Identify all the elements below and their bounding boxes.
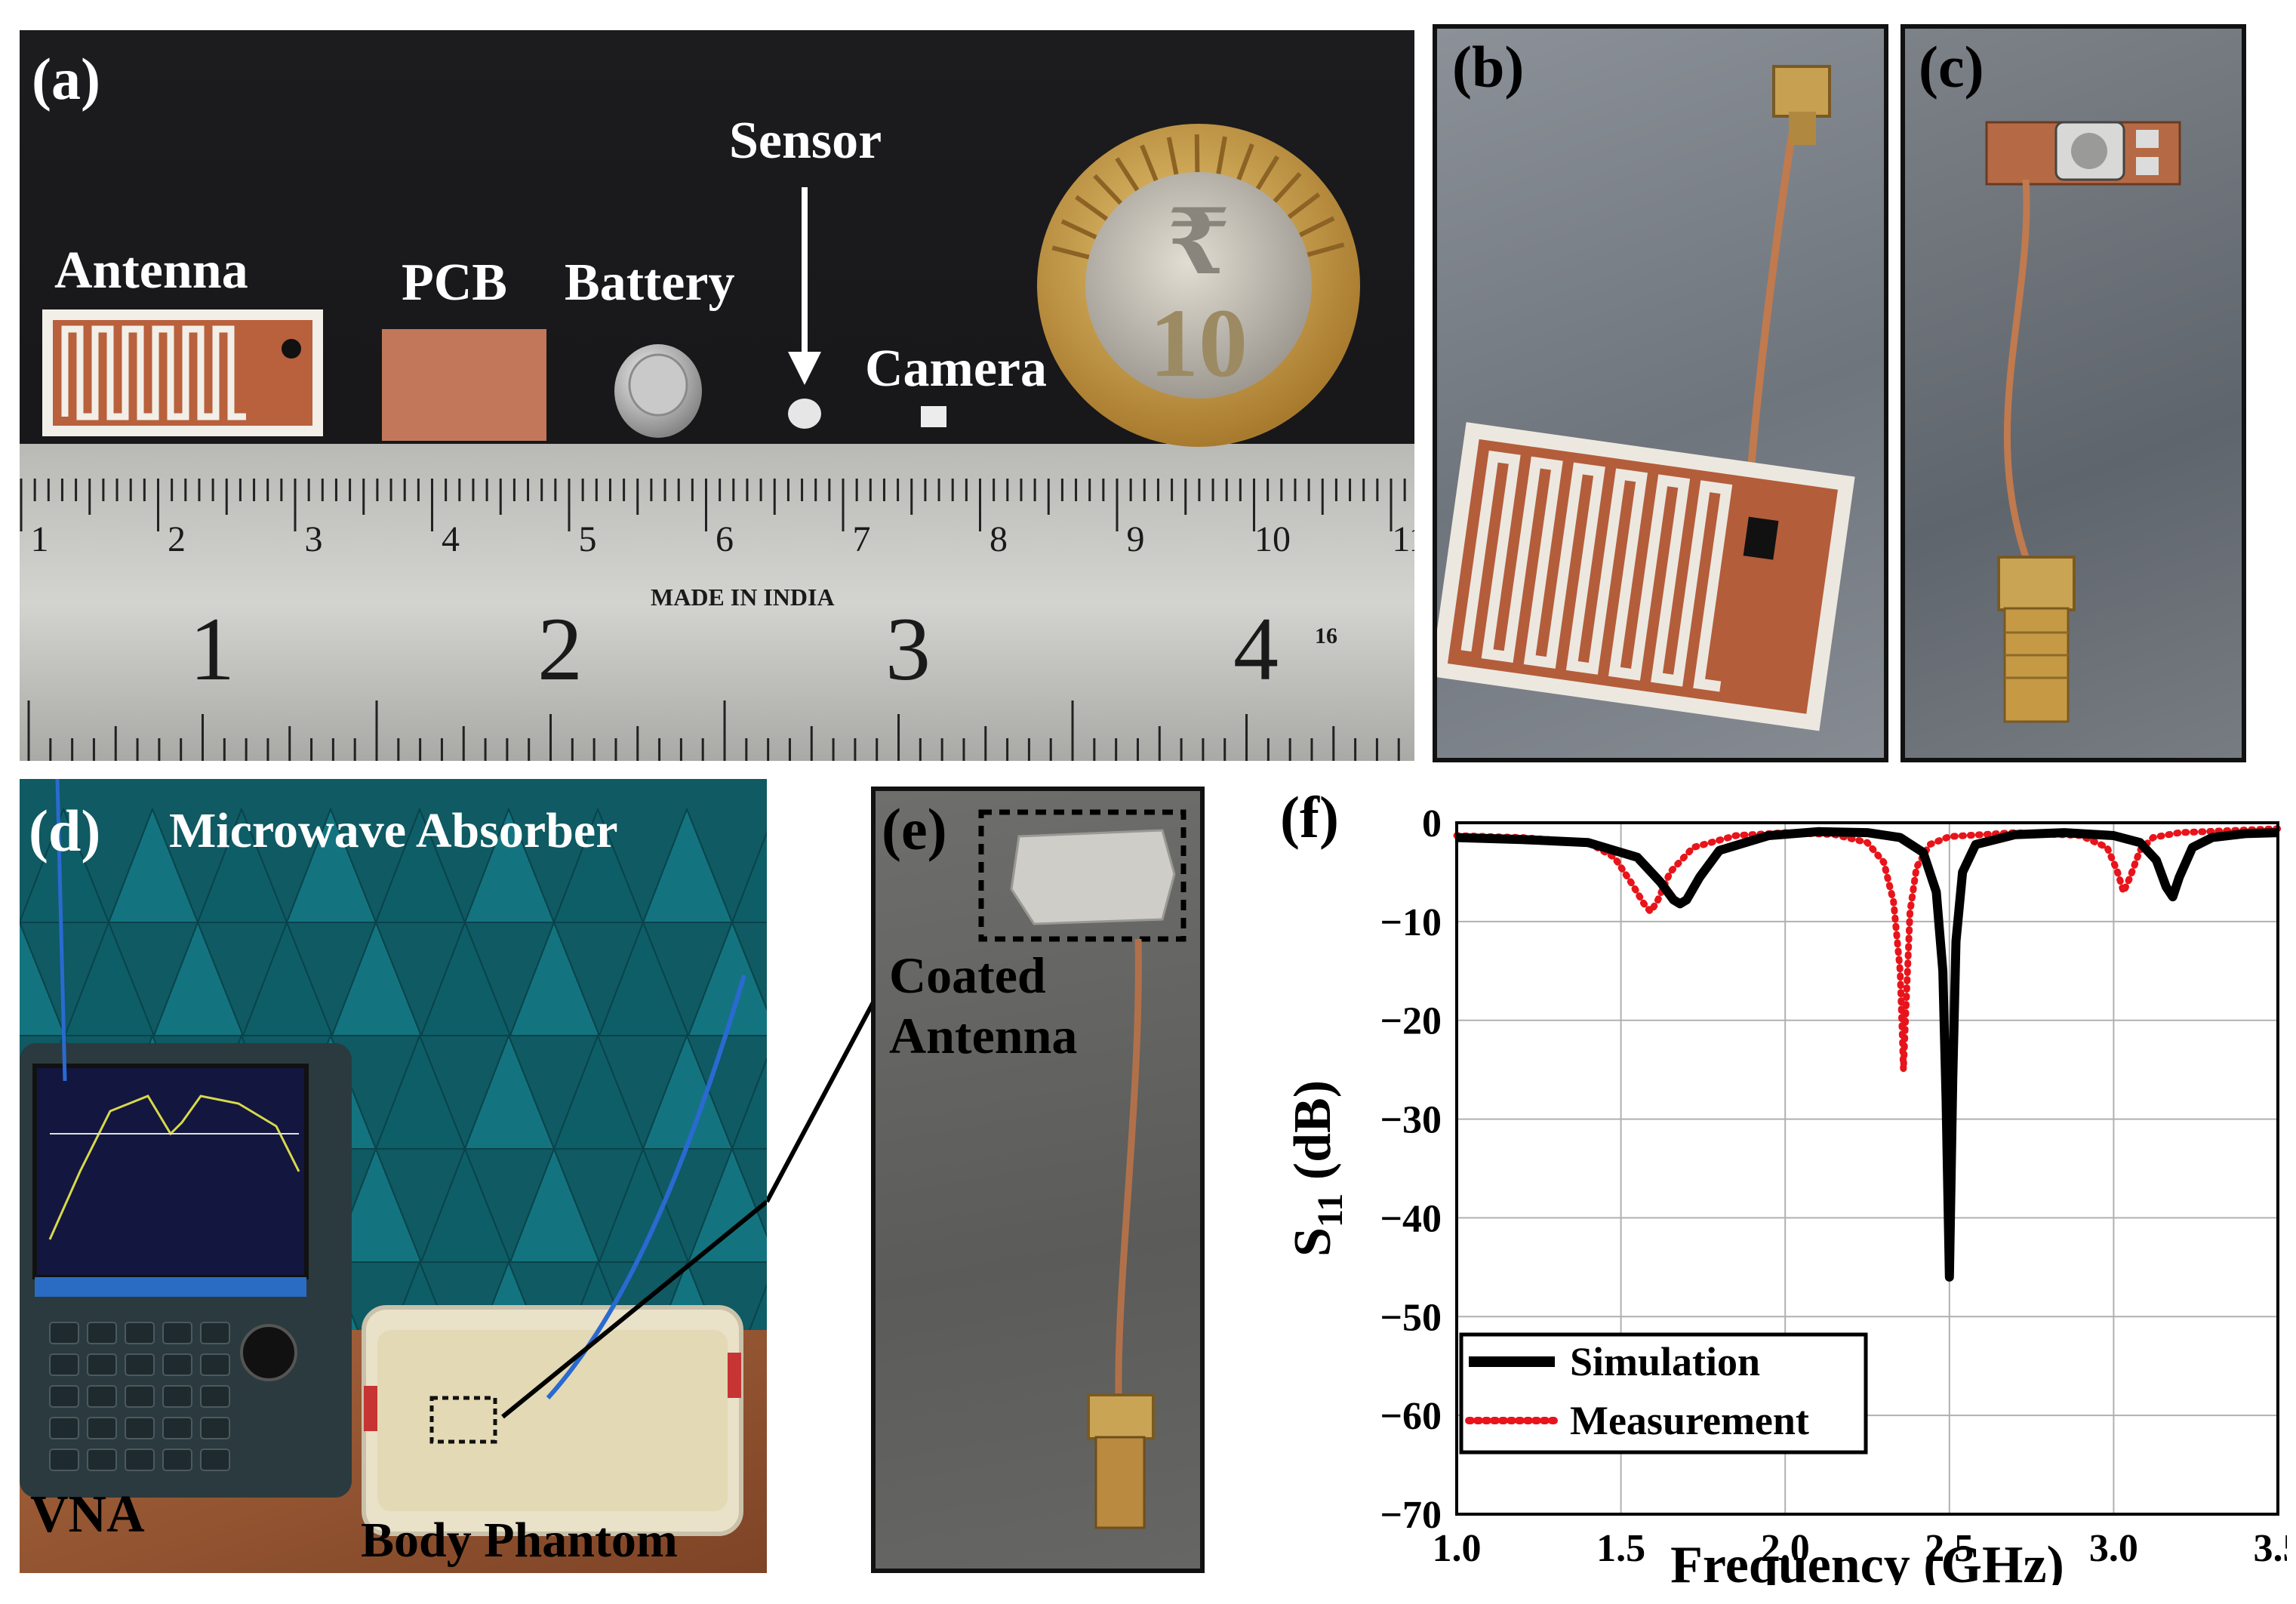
annotation-battery: Battery [565, 254, 735, 312]
phantom-antenna-marker [429, 1396, 497, 1444]
coated-antenna-box [978, 809, 1186, 942]
coax-cable [1746, 134, 1796, 490]
x-axis-label: Frequency (GHz) [1670, 1536, 2064, 1585]
panel-d-scene [20, 779, 767, 1573]
ruler-cm-label: 2 [168, 519, 186, 559]
pcb-sample [382, 329, 546, 441]
ruler-cm-label: 3 [305, 519, 323, 559]
x-tick-label: 3.5 [2254, 1527, 2288, 1570]
ruler-ticks [20, 479, 1406, 761]
coin-denomination: 10 [1150, 289, 1248, 398]
annotation-sensor: Sensor [729, 112, 882, 170]
legend-box [1459, 1332, 1868, 1455]
sma-connector [1997, 556, 2076, 723]
panel-label-e: (e) [882, 796, 947, 862]
y-axis-label: S11 (dB) [1284, 1080, 1350, 1257]
battery-sample [614, 344, 702, 438]
ruler-inch-label: 2 [537, 599, 583, 699]
x-tick-label: 3.0 [2089, 1527, 2138, 1570]
panel-label-a: (a) [32, 46, 100, 112]
coated-antenna [1010, 829, 1176, 925]
ruler-cm-label: 10 [1254, 519, 1291, 559]
ruler-made-in-text: MADE IN INDIA [651, 583, 835, 611]
ruler-small-mark: 16 [1315, 623, 1337, 648]
ruler-cm-label: 7 [853, 519, 871, 559]
annotation-coated-line1: Coated [889, 947, 1046, 1004]
y-tick-labels: 0 −10 −20 −30 −40 −50 −60 −70 [1380, 802, 1442, 1537]
annotation-antenna: Antenna [54, 242, 248, 300]
annotation-body-phantom: Body Phantom [361, 1513, 678, 1568]
panel-b-scene [1437, 65, 1855, 731]
sma-connector [1087, 1393, 1155, 1529]
coin-rupee-symbol: ₹ [1167, 192, 1230, 293]
ruler-inch-label: 3 [885, 599, 931, 699]
y-tick-label: −40 [1380, 1197, 1442, 1240]
coax-cable [2003, 179, 2030, 559]
camera-sample [921, 406, 946, 427]
packaged-module [1985, 121, 2181, 186]
body-phantom-container [362, 1305, 743, 1536]
legend-measurement-label: Measurement [1570, 1398, 1809, 1443]
link-arrow-d [501, 1199, 767, 1419]
coax-cable [1115, 938, 1142, 1396]
chart-legend: Simulation Measurement [1459, 1332, 1868, 1455]
ruler-cm-label: 11 [1392, 519, 1414, 559]
y-tick-label: −50 [1380, 1296, 1442, 1339]
annotation-camera: Camera [865, 340, 1048, 398]
ruler-cm-label: 5 [579, 519, 597, 559]
ruler-cm-label: 8 [989, 519, 1008, 559]
y-tick-label: −70 [1380, 1494, 1442, 1537]
y-tick-label: −10 [1380, 901, 1442, 944]
panel-c-scene [1985, 121, 2181, 723]
panel-b-photo: (b) [1433, 24, 1888, 762]
x-tick-label: 2.0 [1761, 1527, 1810, 1570]
panel-label-d: (d) [29, 798, 101, 864]
panel-a-scene: ₹ 10 MADE IN INDIA 16 12345678910111234 [20, 124, 1414, 761]
panel-label-b: (b) [1452, 34, 1525, 100]
x-tick-labels: 1.0 1.5 2.0 2.5 3.0 3.5 [1433, 1527, 2288, 1570]
ruler-cm-label: 1 [31, 519, 49, 559]
series-simulation-line [1456, 827, 2279, 1282]
panel-a-photo: ₹ 10 MADE IN INDIA 16 12345678910111234 … [20, 30, 1414, 761]
panel-e-photo: (e) Coated Antenna [871, 787, 1205, 1573]
legend-simulation-label: Simulation [1570, 1339, 1760, 1384]
y-tick-label: −30 [1380, 1099, 1442, 1142]
plot-frame [1455, 821, 2279, 1516]
y-tick-label: 0 [1422, 802, 1442, 845]
annotation-coated-line2: Antenna [889, 1007, 1078, 1064]
x-tick-label: 1.0 [1433, 1527, 1482, 1570]
steel-ruler [20, 444, 1414, 761]
annotation-microwave-absorber: Microwave Absorber [169, 803, 618, 858]
coin-10-rupee: ₹ 10 [1037, 124, 1360, 447]
test-cable [546, 974, 746, 1400]
annotation-vna: VNA [30, 1485, 145, 1544]
series-measurement-line [1453, 825, 2282, 1073]
panel-c-photo: (c) [1901, 24, 2246, 762]
ruler-inch-label: 1 [189, 599, 235, 699]
y-tick-label: −20 [1380, 1000, 1442, 1043]
antenna-sample [42, 309, 323, 436]
panel-label-c: (c) [1919, 34, 1984, 100]
sensor-sample [788, 399, 821, 429]
panel-e-scene [978, 809, 1186, 1529]
panel-d-photo: (d) Microwave Absorber VNA Body Phantom [20, 779, 767, 1573]
vna-device [20, 1043, 352, 1498]
x-tick-label: 2.5 [1925, 1527, 1974, 1570]
ruler-inch-label: 4 [1233, 599, 1279, 699]
ruler-labels: 12345678910111234 [31, 519, 1414, 699]
ruler-cm-label: 9 [1127, 519, 1145, 559]
vna-cable [55, 779, 67, 1082]
panel-label-f: (f) [1280, 785, 1339, 850]
panel-f-chart: (f) 1.0 1.5 2.0 2.5 3.0 3.5 0 −10 −20 −30 −40 −50 −… [1245, 785, 2287, 1585]
sma-connector [1772, 65, 1831, 145]
chart-series [1453, 825, 2282, 1282]
s11-chart: 1.0 1.5 2.0 2.5 3.0 3.5 0 −10 −20 −30 −40 −50 −60 −7… [1284, 802, 2288, 1585]
ruler-cm-label: 6 [716, 519, 734, 559]
antenna-closeup [1437, 422, 1855, 731]
annotation-pcb: PCB [402, 254, 507, 312]
ruler-cm-label: 4 [442, 519, 460, 559]
y-tick-label: −60 [1380, 1395, 1442, 1438]
sensor-arrow [788, 187, 821, 385]
x-tick-label: 1.5 [1596, 1527, 1645, 1570]
